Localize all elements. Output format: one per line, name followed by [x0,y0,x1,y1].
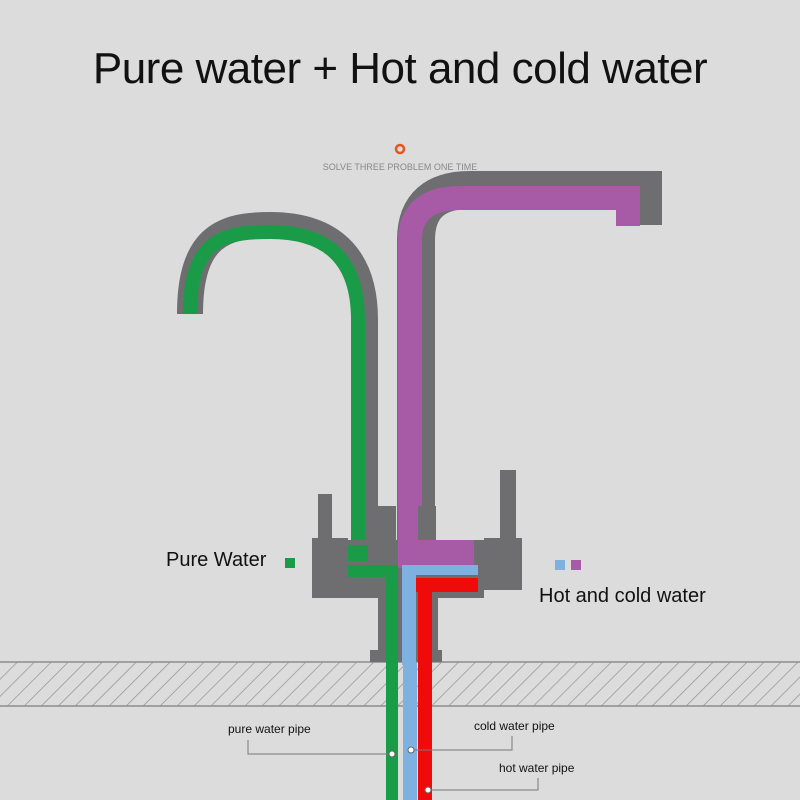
hot-water-pipe [418,662,432,800]
inner-channels [348,540,478,666]
leader-lines [247,736,539,791]
cold-water-pipe [403,662,417,800]
supply-pipes [386,662,432,800]
accent-dot-icon [394,143,406,155]
page-title: Pure water + Hot and cold water [92,44,708,93]
hot-cold-swatch [571,560,581,570]
page-subtitle: SOLVE THREE PROBLEM ONE TIME [322,162,478,172]
pure-water-spout [177,211,378,565]
cold-water-pipe-label: cold water pipe [474,719,555,733]
cold-water-swatch [555,560,565,570]
pure-water-label: Pure Water [166,549,267,571]
pure-water-pipe [386,662,398,800]
countertop [0,661,800,707]
hot-and-cold-water-label: Hot and cold water [539,585,706,607]
pure-water-swatch [285,558,295,568]
leader-dots [388,746,432,794]
hot-cold-spout [397,171,662,560]
hot-water-pipe-label: hot water pipe [499,761,575,775]
pure-water-pipe-label: pure water pipe [228,722,311,736]
